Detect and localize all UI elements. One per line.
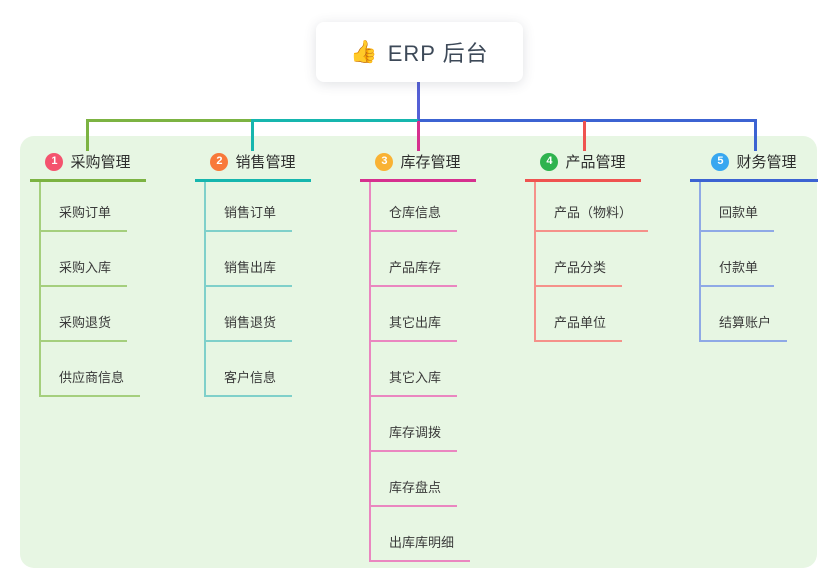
child-label: 出库库明细 [371,532,471,562]
child-node[interactable]: 产品（物料） [536,182,649,232]
drop-line-purchase [86,119,89,151]
child-label: 销售订单 [206,202,293,232]
child-node[interactable]: 库存盘点 [371,452,476,507]
branch-children: 销售订单 销售出库 销售退货 客户信息 [204,182,311,397]
child-label: 结算账户 [701,312,788,342]
drop-line-finance [754,119,757,151]
child-node[interactable]: 销售订单 [206,182,311,232]
root-node[interactable]: 👍 ERP 后台 [316,22,523,82]
child-label: 产品分类 [536,257,623,287]
branch-number-badge: 2 [210,152,229,171]
child-node[interactable]: 付款单 [701,232,818,287]
child-label: 客户信息 [206,367,293,397]
child-label: 采购订单 [41,202,128,232]
drop-line-sales [251,119,254,151]
child-node[interactable]: 库存调拨 [371,397,476,452]
child-node[interactable]: 客户信息 [206,342,311,397]
branches-panel [20,136,817,568]
child-node[interactable]: 回款单 [701,182,818,232]
child-label: 库存调拨 [371,422,458,452]
child-label: 其它入库 [371,367,458,397]
trunk-segment-purchase [86,119,254,122]
branch-number-badge: 3 [375,152,394,171]
branch-title-label: 采购管理 [70,154,131,171]
child-node[interactable]: 销售出库 [206,232,311,287]
branch-title-label: 产品管理 [565,154,626,171]
branch-product: 4 产品管理 产品（物料） 产品分类 产品单位 [525,151,649,342]
child-node[interactable]: 仓库信息 [371,182,476,232]
child-node[interactable]: 供应商信息 [41,342,146,397]
branch-inventory: 3 库存管理 仓库信息 产品库存 其它出库 其它入库 库存调拨 库存盘点 出库库… [360,151,476,562]
child-label: 产品（物料） [536,202,649,232]
branch-purchase: 1 采购管理 采购订单 采购入库 采购退货 供应商信息 [30,151,146,397]
branch-title-sales[interactable]: 2 销售管理 [195,151,311,182]
branch-title-inventory[interactable]: 3 库存管理 [360,151,476,182]
child-label: 采购退货 [41,312,128,342]
branch-number-badge: 1 [45,152,64,171]
child-label: 其它出库 [371,312,458,342]
child-label: 付款单 [701,257,775,287]
child-label: 销售出库 [206,257,293,287]
branch-children: 产品（物料） 产品分类 产品单位 [534,182,649,342]
thumbs-up-icon: 👍 [350,39,378,64]
child-node[interactable]: 采购入库 [41,232,146,287]
root-node-label: ERP 后台 [387,41,489,66]
branch-title-product[interactable]: 4 产品管理 [525,151,641,182]
child-node[interactable]: 产品分类 [536,232,648,287]
child-node[interactable]: 销售退货 [206,287,311,342]
branch-finance: 5 财务管理 回款单 付款单 结算账户 [690,151,818,342]
branch-sales: 2 销售管理 销售订单 销售出库 销售退货 客户信息 [195,151,311,397]
child-node[interactable]: 其它出库 [371,287,476,342]
child-label: 库存盘点 [371,477,458,507]
branch-number-badge: 5 [711,152,730,171]
branch-children: 仓库信息 产品库存 其它出库 其它入库 库存调拨 库存盘点 出库库明细 [369,182,476,562]
drop-line-product [583,121,586,151]
branch-children: 采购订单 采购入库 采购退货 供应商信息 [39,182,146,397]
child-node[interactable]: 产品库存 [371,232,476,287]
branch-title-finance[interactable]: 5 财务管理 [690,151,818,182]
root-connector-line [417,82,420,121]
branch-title-label: 库存管理 [400,154,461,171]
child-label: 供应商信息 [41,367,141,397]
child-label: 回款单 [701,202,775,232]
child-label: 产品库存 [371,257,458,287]
child-node[interactable]: 结算账户 [701,287,818,342]
child-label: 产品单位 [536,312,623,342]
child-node[interactable]: 其它入库 [371,342,476,397]
child-node[interactable]: 出库库明细 [371,507,476,562]
trunk-segment-finance [418,119,757,122]
trunk-segment-sales [251,119,419,122]
branch-title-label: 销售管理 [235,154,296,171]
branch-title-purchase[interactable]: 1 采购管理 [30,151,146,182]
branch-number-badge: 4 [540,152,559,171]
child-node[interactable]: 采购退货 [41,287,146,342]
branch-children: 回款单 付款单 结算账户 [699,182,818,342]
branch-title-label: 财务管理 [736,154,797,171]
child-node[interactable]: 采购订单 [41,182,146,232]
drop-line-inventory [417,121,420,151]
child-label: 销售退货 [206,312,293,342]
child-label: 采购入库 [41,257,128,287]
child-node[interactable]: 产品单位 [536,287,648,342]
child-label: 仓库信息 [371,202,458,232]
